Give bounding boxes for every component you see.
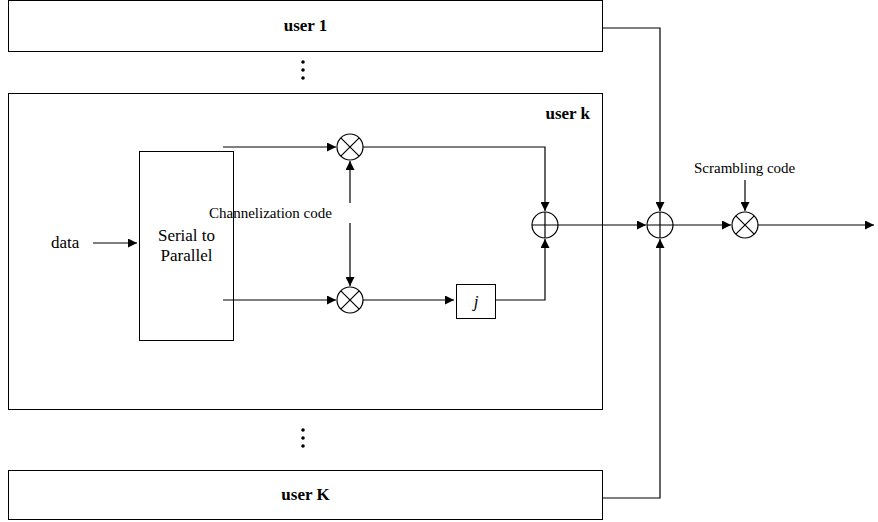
multiplier-symbol <box>337 134 363 160</box>
user-box: user k Serial to Parallel j <box>8 93 603 410</box>
sum-wire <box>603 239 660 498</box>
code-arrow <box>349 223 350 286</box>
box-label: user k <box>545 104 590 124</box>
adder-symbol <box>647 212 673 238</box>
multiplier-symbol <box>337 287 363 313</box>
box-label: user 1 <box>284 16 328 36</box>
sum-wire <box>603 28 660 211</box>
input-label: data <box>51 234 79 253</box>
code-arrow <box>349 161 350 203</box>
ellipsis-dots <box>301 60 305 448</box>
user-box: user K <box>8 470 603 520</box>
box-label: Serial to Parallel <box>152 226 222 265</box>
branch-wire <box>223 299 336 300</box>
box-label: user K <box>281 485 329 505</box>
branch-wire <box>363 299 454 300</box>
code-arrow <box>744 180 745 211</box>
adder-symbol <box>532 212 558 238</box>
user-box: user 1 <box>8 0 603 52</box>
branch-wire <box>223 146 336 147</box>
branch-wire <box>495 239 545 300</box>
box-label: j <box>474 292 479 312</box>
output-arrow <box>758 224 874 225</box>
multiplier-symbol <box>732 212 758 238</box>
converter-box: Serial to Parallel <box>139 151 234 341</box>
code-label: Channelization code <box>209 205 332 222</box>
code-label: Scrambling code <box>694 160 795 177</box>
sum-wire <box>673 224 731 225</box>
branch-wire <box>363 147 545 211</box>
operator-box: j <box>456 284 496 319</box>
sum-wire <box>558 224 646 225</box>
data-arrow <box>93 242 137 243</box>
